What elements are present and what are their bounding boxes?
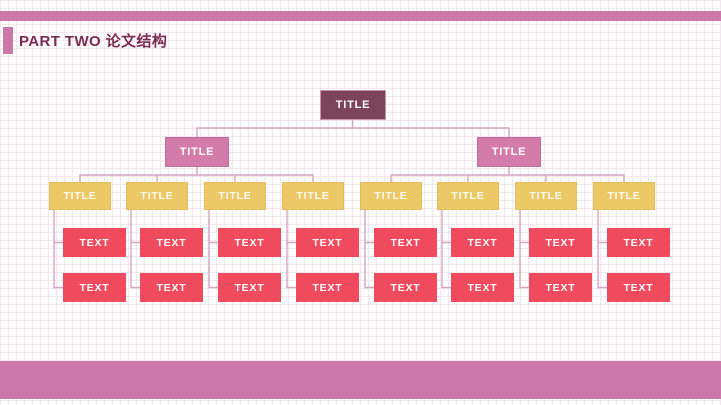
text-box: TEXT — [218, 273, 281, 302]
section-title-box: TITLE — [282, 182, 344, 210]
text-box: TEXT — [296, 273, 359, 302]
text-box: TEXT — [374, 273, 437, 302]
section-title-box: TITLE — [204, 182, 266, 210]
text-box: TEXT — [607, 228, 670, 257]
section-title-box: TITLE — [360, 182, 422, 210]
page-title: PART TWO 论文结构 — [19, 33, 168, 50]
text-box: TEXT — [63, 273, 126, 302]
text-box: TEXT — [607, 273, 670, 302]
text-box: TEXT — [296, 228, 359, 257]
section-title-box: TITLE — [49, 182, 111, 210]
text-box: TEXT — [63, 228, 126, 257]
text-box: TEXT — [374, 228, 437, 257]
section-title-box: TITLE — [593, 182, 655, 210]
section-title-box: TITLE — [515, 182, 577, 210]
text-box: TEXT — [218, 228, 281, 257]
text-box: TEXT — [451, 228, 514, 257]
root-title-box: TITLE — [320, 90, 386, 120]
top-decorative-bar — [0, 11, 721, 21]
section-title-box: TITLE — [437, 182, 499, 210]
section-title-box: TITLE — [126, 182, 188, 210]
header-accent-bar — [3, 27, 13, 54]
slide-header: PART TWO 论文结构 — [0, 27, 167, 54]
text-box: TEXT — [140, 273, 203, 302]
text-box: TEXT — [529, 228, 592, 257]
branch-title-box: TITLE — [165, 137, 229, 167]
bottom-decorative-bar — [0, 361, 721, 399]
branch-title-box: TITLE — [477, 137, 541, 167]
text-box: TEXT — [451, 273, 514, 302]
text-box: TEXT — [529, 273, 592, 302]
text-box: TEXT — [140, 228, 203, 257]
